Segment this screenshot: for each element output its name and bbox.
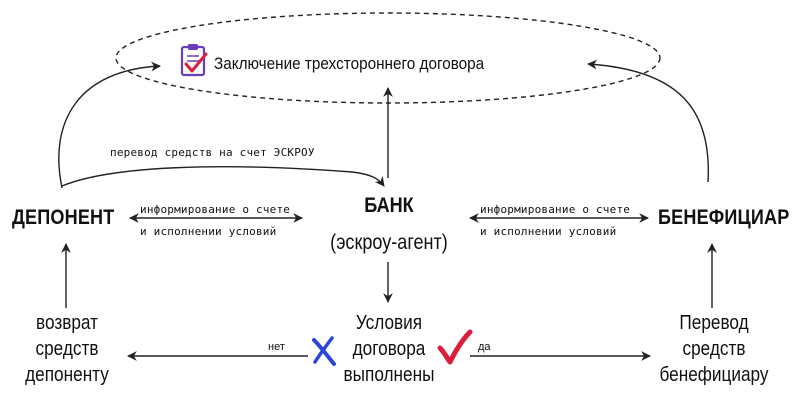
contract-title: Заключение трехстороннего договора <box>214 54 485 73</box>
payout-block: Перевод средств бенефициару <box>648 310 780 388</box>
check-mark-icon <box>437 329 473 365</box>
refund-line-3: депоненту <box>25 364 109 386</box>
bank-title: БАНК <box>364 194 414 217</box>
refund-block: возврат средств депоненту <box>6 310 128 388</box>
conditions-line-1: Условия <box>355 312 423 334</box>
conditions-line-3: выполнены <box>343 364 435 386</box>
transfer-to-escrow-arrow <box>61 166 385 187</box>
bank-role: (эскроу-агент) <box>330 231 448 254</box>
info-right-label-1: информирование о счете <box>480 203 631 216</box>
depositor-node: ДЕПОНЕНТ <box>12 206 115 229</box>
payout-line-3: бенефициару <box>659 364 769 386</box>
refund-line-2: средств <box>35 338 99 360</box>
yes-label: да <box>478 341 491 353</box>
info-left-label-2: и исполнении условий <box>140 225 277 238</box>
beneficiary-to-contract-arrow <box>587 59 710 183</box>
payout-line-2: средств <box>682 338 746 360</box>
transfer-to-escrow-label: перевод средств на счет ЭСКРОУ <box>110 146 315 159</box>
conditions-line-2: договора <box>352 338 426 360</box>
info-left-label-1: информирование о счете <box>140 203 291 216</box>
no-label: нет <box>268 341 285 353</box>
payout-line-1: Перевод <box>679 312 749 334</box>
clipboard-check-icon <box>180 44 208 77</box>
conditions-block: Условия договора выполнены <box>328 310 450 388</box>
refund-line-1: возврат <box>36 312 98 334</box>
beneficiary-node: БЕНЕФИЦИАР <box>658 206 790 229</box>
depositor-to-contract-arrow <box>58 61 161 189</box>
cross-mark-icon <box>312 336 336 366</box>
info-right-label-2: и исполнении условий <box>480 225 617 238</box>
